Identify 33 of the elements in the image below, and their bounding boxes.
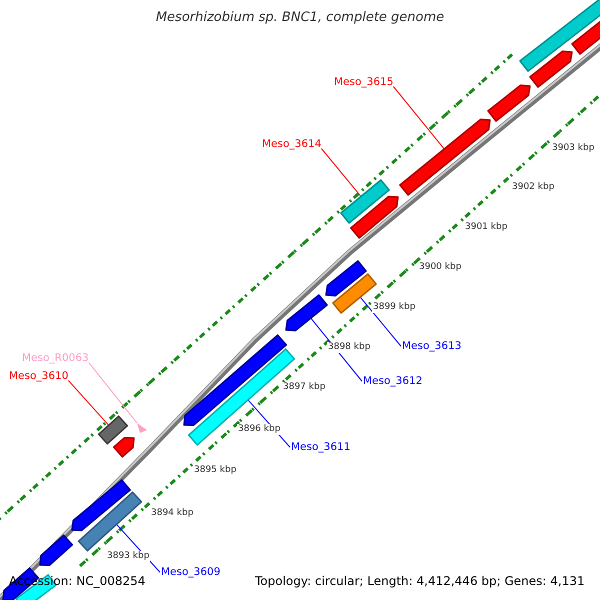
scale-label: 3897 kbp bbox=[282, 382, 326, 393]
leader-line bbox=[68, 380, 109, 426]
scale-label: 3899 kbp bbox=[372, 302, 416, 313]
gene-segment bbox=[399, 118, 491, 196]
scale-label: 3902 kbp bbox=[511, 182, 556, 193]
scale-label: 3901 kbp bbox=[464, 222, 508, 233]
gene-segment bbox=[78, 491, 142, 552]
leader-line bbox=[392, 86, 444, 150]
info-text: Accession: NC_008254 bbox=[9, 575, 146, 587]
scale-label: 3894 kbp bbox=[150, 508, 194, 519]
gene-label: Meso_3614 bbox=[262, 139, 322, 150]
gene-label: Meso_3612 bbox=[363, 376, 422, 386]
info-text: Topology: circular; Length: 4,412,446 bp; Genes: 4,131 bbox=[255, 575, 585, 587]
gene-label: Meso_3615 bbox=[334, 77, 394, 88]
gene-label: Meso_3613 bbox=[402, 341, 462, 352]
leader-line bbox=[88, 362, 138, 424]
gene-segment bbox=[340, 179, 390, 224]
leader-line bbox=[360, 296, 402, 347]
leader-line bbox=[320, 148, 362, 197]
scale-label: 3895 kbp bbox=[193, 465, 238, 476]
scale-label: 3900 kbp bbox=[418, 262, 462, 273]
gene-label: Meso_3610 bbox=[9, 371, 68, 382]
gene-marker bbox=[137, 423, 147, 433]
gene-segment bbox=[285, 294, 328, 332]
diagram-title: Mesorhizobium sp. BNC1, complete genome bbox=[154, 11, 446, 24]
gene-segment bbox=[98, 415, 128, 445]
scale-label: 3893 kbp bbox=[106, 551, 150, 562]
gene-label: Meso_3611 bbox=[291, 442, 350, 452]
scale-label: 3896 kbp bbox=[237, 424, 282, 435]
gene-label: Meso_3609 bbox=[161, 567, 220, 578]
gene-label: Meso_R0063 bbox=[22, 353, 89, 364]
scale-label: 3898 kbp bbox=[327, 342, 372, 353]
scale-label: 3903 kbp bbox=[551, 143, 596, 154]
